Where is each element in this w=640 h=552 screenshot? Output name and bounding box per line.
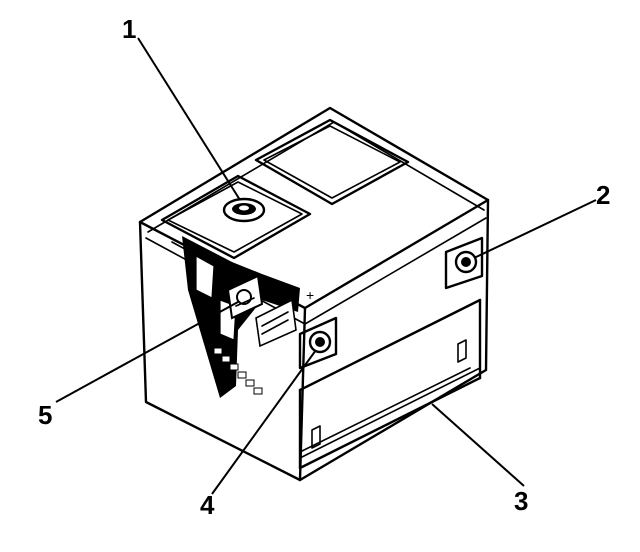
callout-1: 1: [122, 14, 136, 44]
callout-4: 4: [200, 490, 215, 520]
side-terminal-front: [298, 316, 338, 370]
callout-3: 3: [514, 486, 528, 516]
callout-5: 5: [38, 400, 52, 430]
terminal-lug: [226, 274, 264, 320]
base-ledge: [298, 298, 482, 470]
leader-lines: [55, 37, 597, 495]
cutaway-section: [182, 236, 300, 398]
callout-2: 2: [596, 180, 610, 210]
plus-mark: +: [306, 287, 314, 303]
callout-labels: 1 2 3 4 5: [38, 14, 610, 520]
hydrometer-eye: [222, 197, 266, 223]
side-terminal-right: [444, 236, 484, 290]
